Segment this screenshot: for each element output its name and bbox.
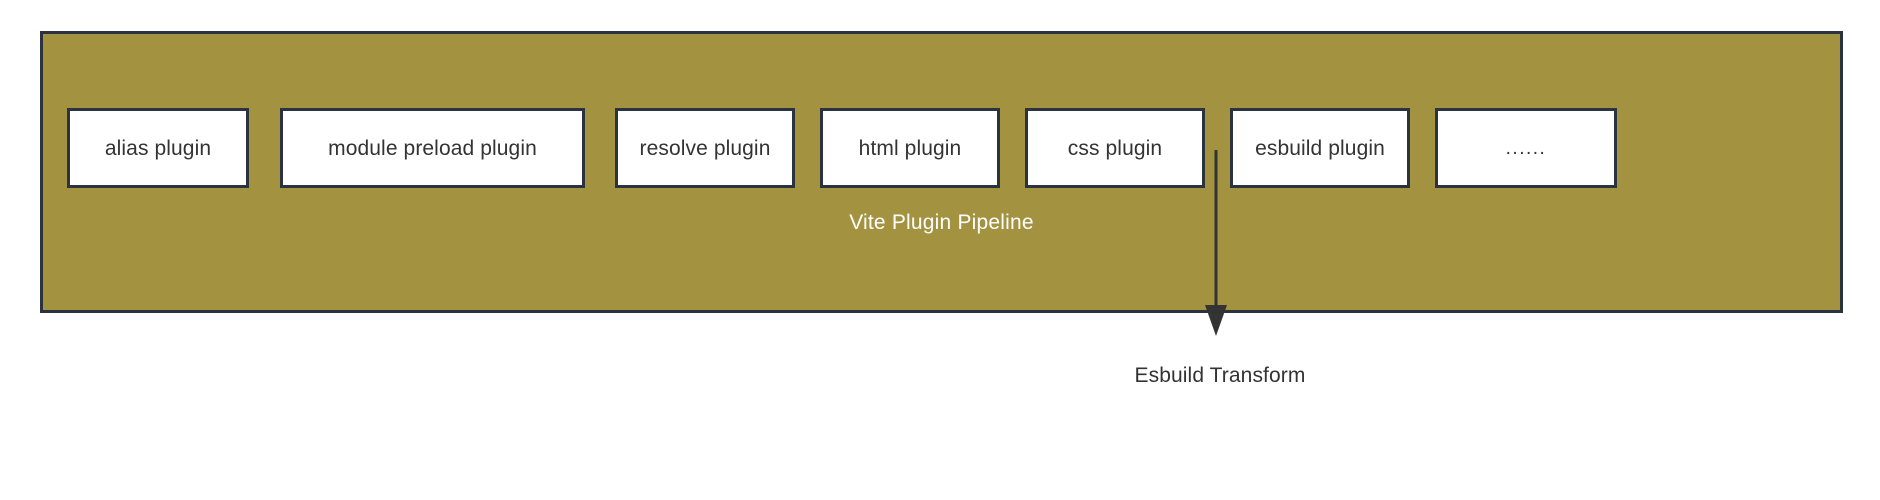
plugin-box-label: esbuild plugin bbox=[1255, 136, 1385, 160]
esbuild-transform-label: Esbuild Transform bbox=[1134, 364, 1306, 387]
plugin-box-label: resolve plugin bbox=[639, 136, 771, 160]
plugin-box-more[interactable]: ...... bbox=[1435, 108, 1617, 188]
plugin-box-label: ...... bbox=[1505, 137, 1547, 159]
plugin-boxes-row: alias plugin module preload plugin resol… bbox=[43, 34, 1840, 310]
plugin-box-html[interactable]: html plugin bbox=[820, 108, 1000, 188]
plugin-box-css[interactable]: css plugin bbox=[1025, 108, 1205, 188]
plugin-box-resolve[interactable]: resolve plugin bbox=[615, 108, 795, 188]
plugin-box-label: module preload plugin bbox=[328, 136, 537, 160]
pipeline-title: Vite Plugin Pipeline bbox=[849, 211, 1034, 234]
vite-plugin-pipeline-container[interactable]: alias plugin module preload plugin resol… bbox=[40, 31, 1843, 313]
plugin-box-label: html plugin bbox=[858, 136, 962, 160]
plugin-box-label: css plugin bbox=[1067, 136, 1163, 160]
plugin-box-esbuild[interactable]: esbuild plugin bbox=[1230, 108, 1410, 188]
plugin-box-label: alias plugin bbox=[104, 136, 212, 160]
plugin-box-module-preload[interactable]: module preload plugin bbox=[280, 108, 585, 188]
plugin-box-alias[interactable]: alias plugin bbox=[67, 108, 249, 188]
